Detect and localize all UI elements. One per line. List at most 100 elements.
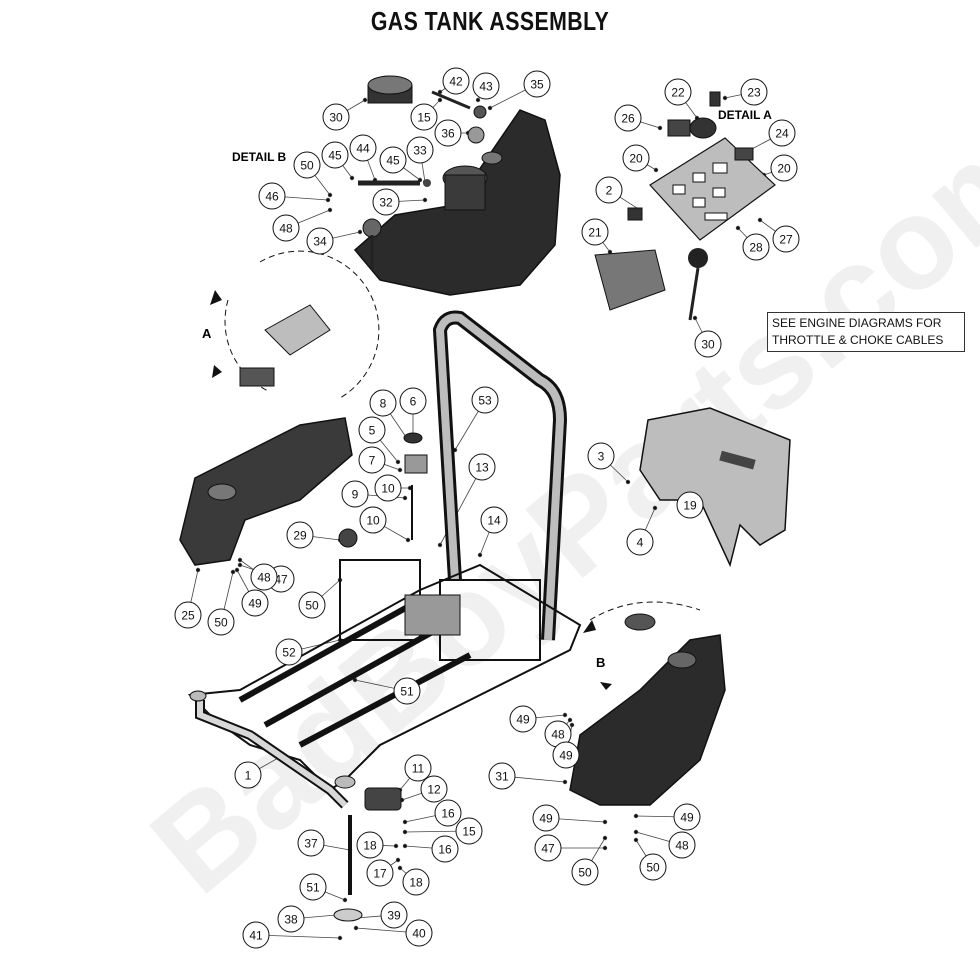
callout-number: 15 xyxy=(417,111,431,125)
callout-5: 5 xyxy=(358,416,386,444)
callout-circle xyxy=(410,103,438,131)
callout-28: 28 xyxy=(742,233,770,261)
hose-fittings xyxy=(358,90,487,270)
callout-circle xyxy=(299,873,327,901)
callout-circle xyxy=(434,799,462,827)
callout-14: 14 xyxy=(480,506,508,534)
callout-number: 45 xyxy=(386,154,400,168)
callout-46: 46 xyxy=(258,182,286,210)
callout-circle xyxy=(393,677,421,705)
callout-17: 17 xyxy=(366,859,394,887)
callout-number: 30 xyxy=(329,111,343,125)
callout-2: 2 xyxy=(595,176,623,204)
callout-48: 48 xyxy=(544,720,572,748)
callout-1: 1 xyxy=(234,761,262,789)
callout-49: 49 xyxy=(532,804,560,832)
callout-circle xyxy=(207,608,235,636)
callout-number: 2 xyxy=(606,184,613,198)
callout-48: 48 xyxy=(668,831,696,859)
callout-circle xyxy=(250,563,278,591)
callout-circle xyxy=(399,387,427,415)
callout-49: 49 xyxy=(552,741,580,769)
callout-circle xyxy=(468,453,496,481)
leader-dot xyxy=(357,229,363,235)
callout-number: 48 xyxy=(551,728,565,742)
callout-circle xyxy=(241,589,269,617)
note-line-1: SEE ENGINE DIAGRAMS FOR xyxy=(772,316,942,330)
leader-dot xyxy=(652,505,658,511)
callout-53: 53 xyxy=(471,386,499,414)
leader-dot xyxy=(633,829,639,835)
callout-number: 17 xyxy=(373,867,387,881)
leader-dot xyxy=(405,537,411,543)
callout-15: 15 xyxy=(455,817,483,845)
callout-circle xyxy=(380,901,408,929)
callout-circle xyxy=(740,78,768,106)
callout-49: 49 xyxy=(509,705,537,733)
callout-number: 18 xyxy=(409,876,423,890)
callout-circle xyxy=(286,521,314,549)
leader-dot xyxy=(402,495,408,501)
callout-3: 3 xyxy=(587,442,615,470)
callout-circle xyxy=(434,119,462,147)
callout-number: 24 xyxy=(775,127,789,141)
callout-number: 51 xyxy=(400,685,414,699)
leader-dot xyxy=(475,97,481,103)
leader-dot xyxy=(625,479,631,485)
callout-50: 50 xyxy=(293,151,321,179)
leader-dot xyxy=(653,167,659,173)
leader-dot xyxy=(477,552,483,558)
callout-50: 50 xyxy=(571,858,599,886)
callout-circle xyxy=(471,386,499,414)
right-tank xyxy=(569,613,726,806)
callout-circle xyxy=(587,442,615,470)
callout-circle xyxy=(297,829,325,857)
callout-number: 51 xyxy=(306,881,320,895)
callout-22: 22 xyxy=(664,78,692,106)
leader-dot xyxy=(234,567,240,573)
callout-circle xyxy=(431,835,459,863)
callout-33: 33 xyxy=(406,136,434,164)
leader-dot xyxy=(327,207,333,213)
callout-number: 39 xyxy=(387,909,401,923)
callout-number: 7 xyxy=(369,454,376,468)
callout-24: 24 xyxy=(768,119,796,147)
callout-number: 11 xyxy=(412,762,425,776)
callout-number: 6 xyxy=(410,395,417,409)
callout-number: 49 xyxy=(559,749,573,763)
callout-19: 19 xyxy=(676,491,704,519)
leader-dot xyxy=(337,935,343,941)
callout-number: 47 xyxy=(541,842,555,856)
callout-48: 48 xyxy=(250,563,278,591)
leader-dot xyxy=(722,95,728,101)
callout-number: 49 xyxy=(516,713,530,727)
callout-7: 7 xyxy=(358,446,386,474)
callout-circle xyxy=(404,754,432,782)
fuel-pump xyxy=(338,432,428,548)
heat-shield xyxy=(639,407,791,568)
note-line-2: THROTTLE & CHOKE CABLES xyxy=(772,333,944,347)
callout-number: 10 xyxy=(366,514,380,528)
callout-circle xyxy=(349,134,377,162)
pivot-tube xyxy=(364,787,402,811)
leader-dot xyxy=(395,459,401,465)
leader-dot xyxy=(422,197,428,203)
callout-circle xyxy=(277,905,305,933)
callout-15: 15 xyxy=(410,103,438,131)
frame xyxy=(187,559,582,809)
callout-number: 32 xyxy=(379,196,393,210)
callout-30: 30 xyxy=(322,103,350,131)
callout-number: 16 xyxy=(438,843,452,857)
callout-36: 36 xyxy=(434,119,462,147)
gas-tank-top xyxy=(353,109,561,296)
callout-circle xyxy=(523,70,551,98)
callout-number: 50 xyxy=(578,866,592,880)
callout-number: 50 xyxy=(300,159,314,173)
leader-dot xyxy=(327,192,333,198)
callout-circle xyxy=(770,154,798,182)
callout-39: 39 xyxy=(380,901,408,929)
callout-18: 18 xyxy=(402,868,430,896)
left-tank xyxy=(179,417,353,566)
leader-dot xyxy=(395,857,401,863)
